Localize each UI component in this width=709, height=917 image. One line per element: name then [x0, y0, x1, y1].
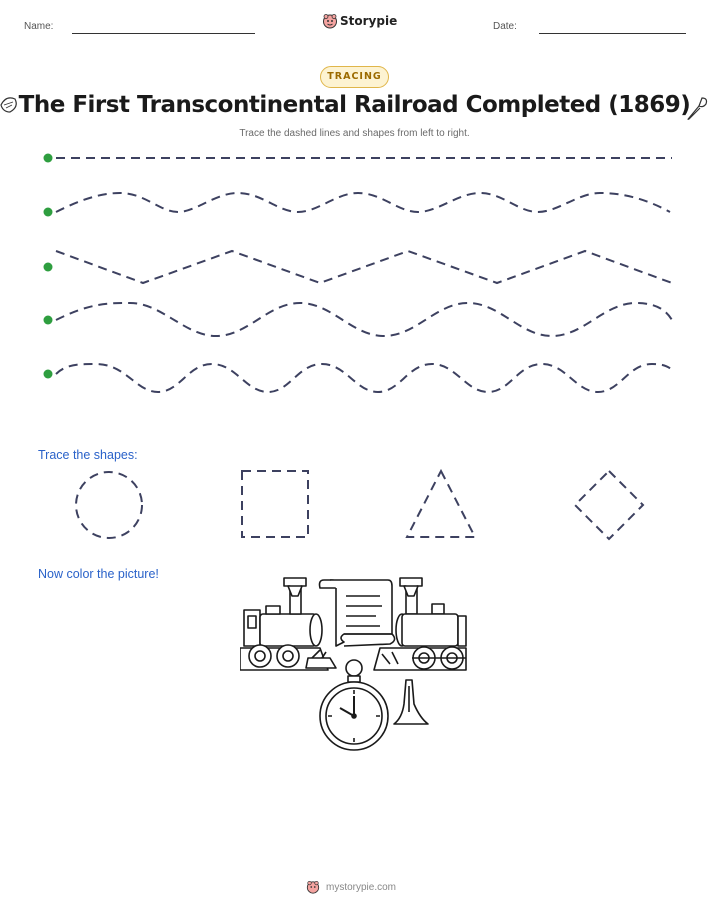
start-dot-5 — [43, 369, 53, 379]
brand-name: Storypie — [340, 14, 398, 28]
date-label: Date: — [493, 21, 517, 32]
right-locomotive — [373, 577, 467, 671]
trace-diamond[interactable] — [573, 469, 645, 541]
instruction-text: Trace the dashed lines and shapes from l… — [239, 128, 470, 139]
trace-line-tight-wave[interactable] — [55, 362, 673, 394]
footer-website[interactable]: mystorypie.com — [326, 882, 397, 893]
tracing-shapes-area — [75, 468, 645, 541]
name-label: Name: — [24, 21, 54, 32]
start-dot-2 — [43, 207, 53, 217]
color-section-label: Now color the picture! — [38, 567, 159, 581]
golden-spike — [393, 679, 429, 725]
shapes-section-label: Trace the shapes: — [38, 448, 138, 462]
spoon-icon — [686, 95, 708, 121]
railroad-completion-illustration[interactable] — [240, 574, 470, 752]
trace-triangle[interactable] — [405, 468, 477, 538]
footer-mascot-icon — [306, 880, 320, 894]
scroll-document — [318, 579, 396, 647]
pocket-watch — [319, 659, 389, 751]
trace-square[interactable] — [241, 470, 309, 538]
start-dot-4 — [43, 315, 53, 325]
name-line[interactable] — [72, 33, 255, 34]
date-line[interactable] — [539, 33, 686, 34]
worksheet-title: The First Transcontinental Railroad Comp… — [18, 92, 691, 118]
storypie-mascot-icon — [322, 13, 338, 29]
tracing-badge: TRACING — [320, 66, 389, 88]
left-locomotive — [240, 577, 337, 671]
trace-circle[interactable] — [75, 471, 143, 539]
start-dot-1 — [43, 153, 53, 163]
start-dot-3 — [43, 262, 53, 272]
trace-line-wave[interactable] — [55, 301, 673, 338]
trace-line-zigzag[interactable] — [55, 249, 673, 285]
tracing-lines-area — [43, 153, 673, 394]
trace-line-gentle-wave[interactable] — [55, 191, 671, 214]
sparkle-leaf-icon — [0, 93, 20, 115]
